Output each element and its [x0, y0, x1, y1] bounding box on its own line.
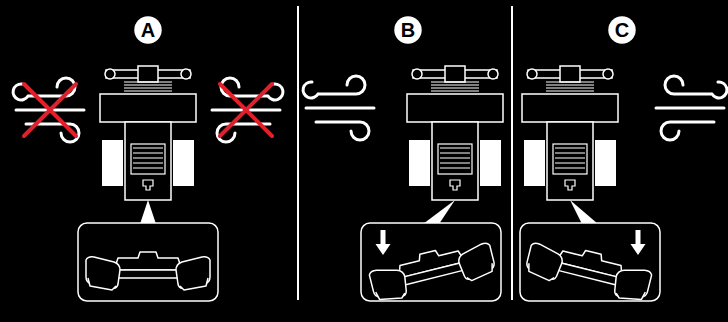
panel-letter-badge: B: [394, 16, 422, 44]
panel-letter: C: [615, 20, 629, 40]
down-arrow: [376, 230, 391, 255]
wind-symbol: [13, 78, 84, 142]
wind-symbol: [212, 78, 283, 142]
wind-symbol: [303, 76, 374, 140]
callout-pointer: [570, 200, 598, 224]
panel-letter: A: [141, 20, 155, 40]
panel-divider: [297, 6, 299, 300]
machine-top-view: [100, 66, 196, 200]
detail-inset: [520, 223, 660, 304]
callout-pointer: [423, 200, 455, 224]
panel-letter-badge: A: [134, 16, 162, 44]
detail-inset: [78, 223, 218, 301]
panel-divider: [511, 6, 513, 300]
prohibited-cross: [220, 84, 272, 136]
machine-top-view: [407, 66, 503, 200]
down-arrow: [631, 230, 646, 255]
prohibited-cross: [24, 84, 76, 136]
machine-top-view: [522, 66, 618, 200]
wind-symbol: [656, 76, 727, 140]
callout-pointer: [140, 200, 156, 224]
panel-letter: B: [401, 20, 415, 40]
detail-inset: [361, 223, 501, 304]
panel-letter-badge: C: [608, 16, 636, 44]
